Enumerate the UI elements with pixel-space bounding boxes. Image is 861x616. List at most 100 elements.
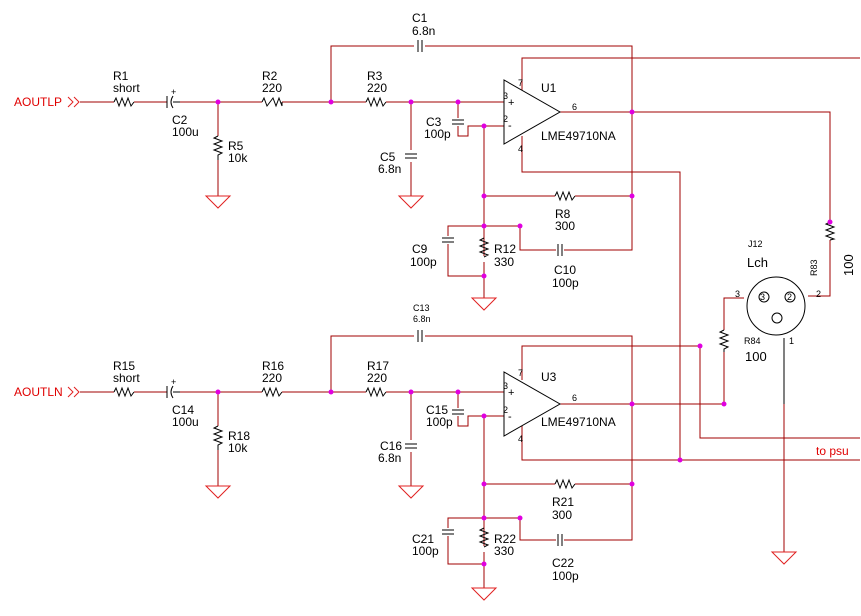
c15-value: 100p [426, 415, 453, 429]
resistor-r5[interactable]: R5 10k [212, 135, 248, 165]
capacitor-icon [417, 330, 423, 342]
c14-plus: + [171, 377, 176, 387]
ground-icon [204, 195, 232, 209]
polarized-capacitor-icon [166, 385, 180, 399]
resistor-icon [718, 329, 730, 352]
r84-ref: R84 [744, 336, 761, 346]
u3-plus: + [508, 387, 514, 399]
r18-value: 10k [228, 441, 248, 455]
c2-plus: + [171, 87, 176, 97]
resistor-r17[interactable]: R17 220 [365, 359, 389, 398]
u3-minus: - [508, 411, 512, 423]
r17-value: 220 [367, 371, 387, 385]
xlr-connector-j12[interactable]: J12 Lch 3 2 3 2 1 [735, 239, 821, 404]
wires [80, 45, 860, 588]
capacitor-icon [452, 119, 464, 125]
r21-value: 300 [552, 508, 572, 522]
resistor-icon [365, 386, 387, 398]
resistor-r3[interactable]: R3 220 [365, 69, 387, 108]
j12-pin1: 1 [789, 336, 794, 346]
capacitor-c15[interactable]: C15 100p [426, 403, 464, 429]
resistor-r18[interactable]: R18 10k [212, 425, 250, 455]
capacitor-c2[interactable]: + C2 100u [166, 87, 199, 139]
resistor-r12[interactable]: R12 330 [478, 237, 516, 269]
capacitor-icon [417, 40, 423, 52]
r17-ref: R17 [367, 359, 389, 373]
c10-ref: C10 [554, 263, 576, 277]
j12-pin2: 2 [816, 289, 821, 299]
resistor-r15[interactable]: R15 short [113, 359, 140, 398]
xlr-pin1-icon [771, 312, 783, 324]
resistor-r22[interactable]: R22 330 [478, 527, 516, 558]
capacitor-icon [557, 244, 563, 256]
opamp-u1[interactable]: + - 3 2 7 4 6 U1 LME49710NA [503, 78, 616, 154]
resistor-icon [261, 386, 283, 398]
resistor-icon [212, 425, 224, 450]
c9-ref: C9 [412, 242, 428, 256]
u1-pin6: 6 [572, 102, 577, 112]
c22-value: 100p [552, 569, 579, 583]
capacitor-c16[interactable]: C16 6.8n [378, 439, 417, 465]
r2-value: 220 [262, 81, 282, 95]
r1-value: short [113, 81, 140, 95]
resistor-icon [212, 135, 224, 160]
ground-icon [397, 485, 425, 499]
j12-pin2-inner: 2 [787, 292, 792, 302]
u3-ref: U3 [541, 370, 557, 384]
xlr-pin3-icon [758, 291, 770, 303]
u3-pin6: 6 [572, 393, 577, 403]
resistor-r16[interactable]: R16 220 [261, 359, 284, 398]
capacitor-c13[interactable]: C13 6.8n [413, 303, 431, 342]
u1-pin2: 2 [503, 114, 508, 124]
capacitor-c14[interactable]: + C14 100u [166, 377, 199, 429]
polarized-capacitor-icon [166, 95, 180, 109]
capacitor-c10[interactable]: C10 100p [552, 244, 579, 290]
input-port-p[interactable]: AOUTLP [14, 95, 80, 109]
input-port-n[interactable]: AOUTLN [14, 385, 80, 399]
resistor-r8[interactable]: R8 300 [554, 190, 576, 233]
capacitor-c5[interactable]: C5 6.8n [378, 150, 417, 176]
capacitor-icon [442, 237, 454, 243]
capacitor-c9[interactable]: C9 100p [410, 237, 454, 269]
c21-value: 100p [412, 544, 439, 558]
resistor-icon [113, 96, 135, 108]
resistor-icon [824, 221, 836, 241]
c2-ref: C2 [172, 113, 188, 127]
capacitor-c22[interactable]: C22 100p [552, 534, 579, 583]
resistor-r84[interactable]: R84 100 [718, 329, 767, 364]
r2-ref: R2 [262, 69, 278, 83]
c5-ref: C5 [380, 150, 396, 164]
j12-name: Lch [747, 255, 768, 270]
r18-ref: R18 [228, 429, 250, 443]
ground-icon [470, 297, 498, 311]
c14-ref: C14 [172, 403, 194, 417]
j12-pin3: 3 [735, 289, 740, 299]
u1-plus: + [508, 97, 514, 109]
resistor-r83[interactable]: R83 100 [809, 221, 856, 276]
r12-value: 330 [494, 255, 514, 269]
ground-icon [470, 587, 498, 601]
r22-value: 330 [494, 544, 514, 558]
u1-pin3: 3 [503, 91, 508, 101]
r5-value: 10k [228, 151, 248, 165]
r83-ref: R83 [809, 259, 819, 276]
c2-value: 100u [172, 125, 199, 139]
opamp-u3[interactable]: + - 3 2 7 4 6 U3 LME49710NA [503, 368, 616, 444]
j12-pin3-inner: 3 [760, 292, 765, 302]
u1-minus: - [508, 120, 512, 132]
capacitor-icon [557, 534, 563, 546]
r84-value: 100 [745, 349, 767, 364]
resistor-r1[interactable]: R1 short [113, 69, 140, 108]
r16-value: 220 [262, 371, 282, 385]
r3-value: 220 [367, 81, 387, 95]
resistor-r2[interactable]: R2 220 [261, 69, 283, 108]
capacitor-c21[interactable]: C21 100p [412, 529, 454, 558]
capacitor-c1[interactable]: C1 6.8n [412, 11, 435, 52]
resistor-r21[interactable]: R21 300 [552, 478, 576, 522]
c5-value: 6.8n [378, 162, 401, 176]
c1-ref: C1 [412, 11, 428, 25]
c15-ref: C15 [426, 403, 448, 417]
r5-ref: R5 [228, 139, 244, 153]
capacitor-c3[interactable]: C3 100p [424, 115, 464, 141]
